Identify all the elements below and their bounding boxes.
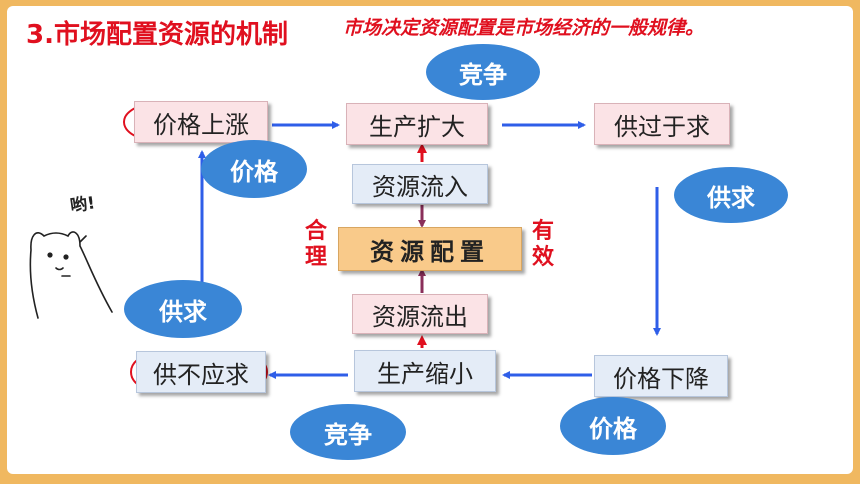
box-resource-outflow: 资源流出 xyxy=(352,294,488,334)
box-resource-allocation: 资源配置 xyxy=(338,227,522,271)
box-production-expand: 生产扩大 xyxy=(346,103,488,145)
box-supply-short: 供不应求 xyxy=(136,351,266,393)
box-price-up: 价格上涨 xyxy=(134,101,268,143)
ellipse-price-left: 价格 xyxy=(201,140,307,198)
ellipse-supply-demand-right: 供求 xyxy=(674,167,788,223)
slide-subtitle: 市场决定资源配置是市场经济的一般规律。 xyxy=(343,17,705,39)
slide-title: 3.市场配置资源的机制 xyxy=(26,20,288,50)
side-label-reasonable: 合理 xyxy=(304,219,327,270)
cat-doodle xyxy=(29,231,113,319)
box-price-down: 价格下降 xyxy=(594,355,728,397)
ellipse-price-right: 价格 xyxy=(560,397,666,455)
ellipse-supply-demand-left: 供求 xyxy=(124,280,242,338)
box-supply-exceeds-demand: 供过于求 xyxy=(594,103,730,145)
ellipse-competition-bottom: 竞争 xyxy=(290,404,406,460)
box-production-shrink: 生产缩小 xyxy=(354,350,496,392)
doodle-exclamation: 哟! xyxy=(69,193,97,217)
ellipse-competition-top: 竞争 xyxy=(426,44,540,100)
side-label-effective: 有效 xyxy=(531,219,554,270)
box-resource-inflow: 资源流入 xyxy=(352,164,488,204)
